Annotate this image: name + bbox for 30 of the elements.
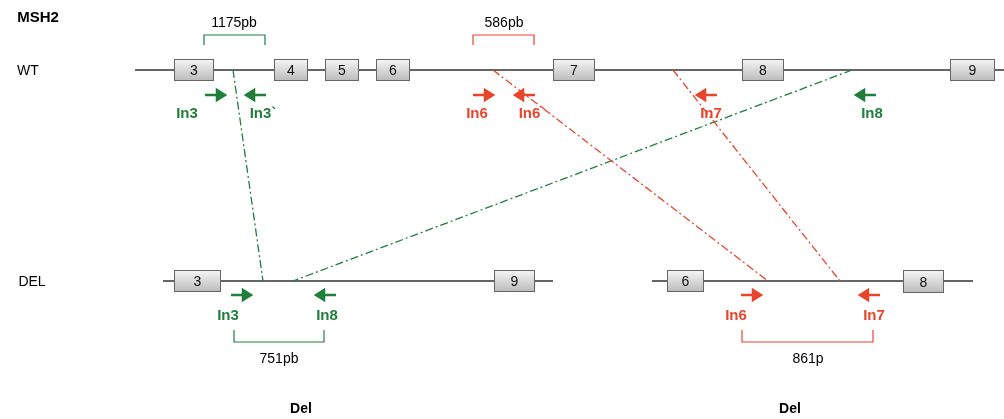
primer-label: In7	[863, 307, 885, 323]
track-label: DEL	[18, 273, 46, 289]
exon-box: 9	[950, 59, 995, 81]
track-label: WT	[17, 62, 39, 78]
exon-box: 4	[274, 59, 308, 81]
primer-label: In6	[725, 307, 747, 323]
exon-box: 3	[174, 59, 214, 81]
gene-title: MSH2	[17, 9, 59, 25]
primer-label: In8	[861, 105, 883, 121]
primer-label: In7	[700, 105, 722, 121]
primer-label: In6	[466, 105, 488, 121]
primer-label: In3	[176, 105, 198, 121]
primer-label: In6`	[518, 105, 546, 121]
exon-box: 9	[494, 270, 535, 292]
exon-box: 6	[667, 270, 704, 292]
exon-box: 5	[325, 59, 359, 81]
size-label: 861p	[792, 350, 824, 366]
deletion-label: Del	[779, 400, 801, 416]
size-label: 1175pb	[211, 14, 257, 30]
exon-box: 7	[553, 59, 595, 81]
primer-label: In3	[217, 307, 239, 323]
deletion-label: Del	[290, 400, 312, 416]
primer-label: In8	[316, 307, 338, 323]
exon-box: 3	[174, 270, 221, 292]
exon-box: 6	[376, 59, 410, 81]
size-label: 751pb	[259, 350, 299, 366]
exon-box: 8	[903, 270, 944, 293]
primer-label: In3`	[249, 105, 277, 121]
size-label: 586pb	[484, 14, 524, 30]
exon-box: 8	[742, 59, 784, 81]
